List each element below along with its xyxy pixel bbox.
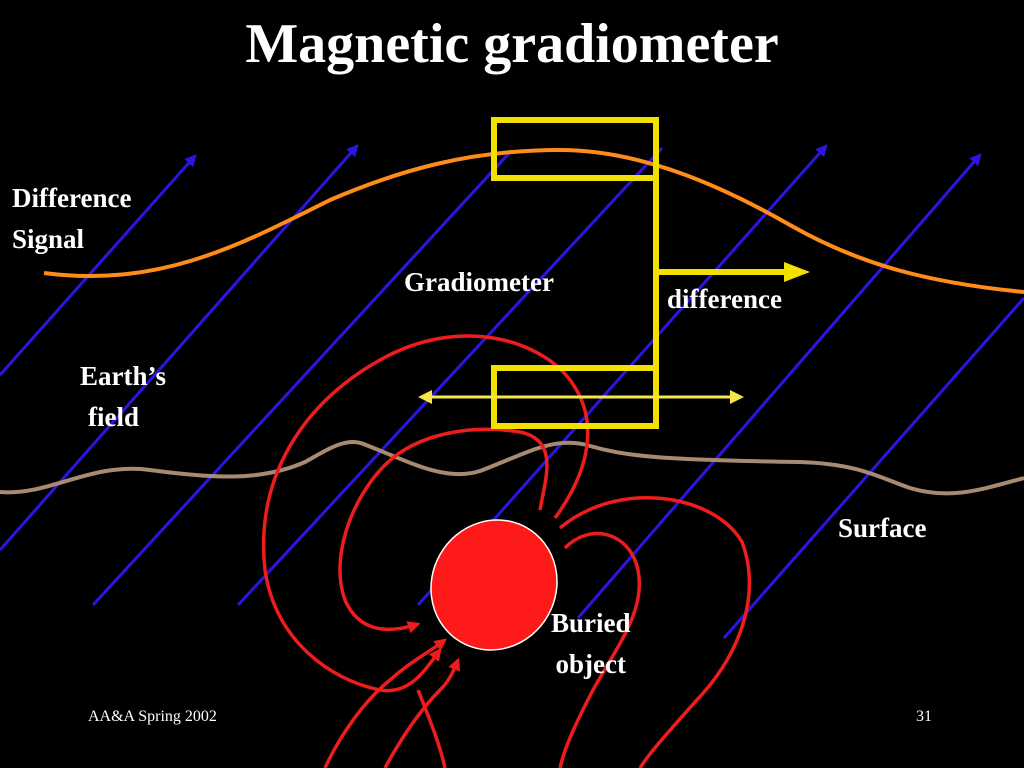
object-field-loop-right-outer xyxy=(558,495,752,768)
motion-arrow-right-head xyxy=(730,390,744,404)
object-field-lines xyxy=(261,334,752,768)
field-line-1 xyxy=(0,154,197,376)
object-field-loop-right-inner xyxy=(558,531,642,768)
difference-arrow-head xyxy=(784,262,810,282)
field-line-3 xyxy=(91,148,514,607)
field-line-7 xyxy=(722,297,1024,639)
object-field-loop-bottom xyxy=(383,657,461,768)
object-field-loop-upper xyxy=(338,427,549,634)
surface-line xyxy=(0,439,1024,496)
footer-course-label: AA&A Spring 2002 xyxy=(88,708,217,725)
upper-sensor xyxy=(491,117,659,181)
field-line-4 xyxy=(236,146,664,607)
motion-arrow-left-head xyxy=(418,390,432,404)
gradiometer-label: Gradiometer xyxy=(404,267,554,297)
field-line-6 xyxy=(576,153,982,619)
object-field-loop-center xyxy=(416,689,447,768)
buried-object-shape xyxy=(430,519,558,651)
surface-label: Surface xyxy=(838,513,927,543)
difference-signal-label-line-2: Signal xyxy=(12,223,85,254)
earths-field-label-line-1: Earth’s xyxy=(80,361,166,391)
object-field-loop-outer xyxy=(261,334,590,693)
earths-field-label-line-2: field xyxy=(88,401,139,432)
earths-field-label: Earth’s field xyxy=(80,356,166,437)
object-field-loop-lower-left xyxy=(323,638,448,768)
difference-signal-label: Difference Signal xyxy=(12,178,131,259)
difference-signal-label-line-1: Difference xyxy=(12,183,132,213)
difference-label: difference xyxy=(667,284,782,314)
footer-page-number: 31 xyxy=(916,708,932,725)
motion-arrow xyxy=(418,390,744,404)
buried-object-label-line-2: object xyxy=(555,648,626,679)
buried-object-label-line-1: Buried xyxy=(551,608,631,638)
buried-object-label: Buried object xyxy=(551,603,631,684)
slide-title: Magnetic gradiometer xyxy=(245,13,779,75)
difference-signal-curve xyxy=(43,147,1024,294)
